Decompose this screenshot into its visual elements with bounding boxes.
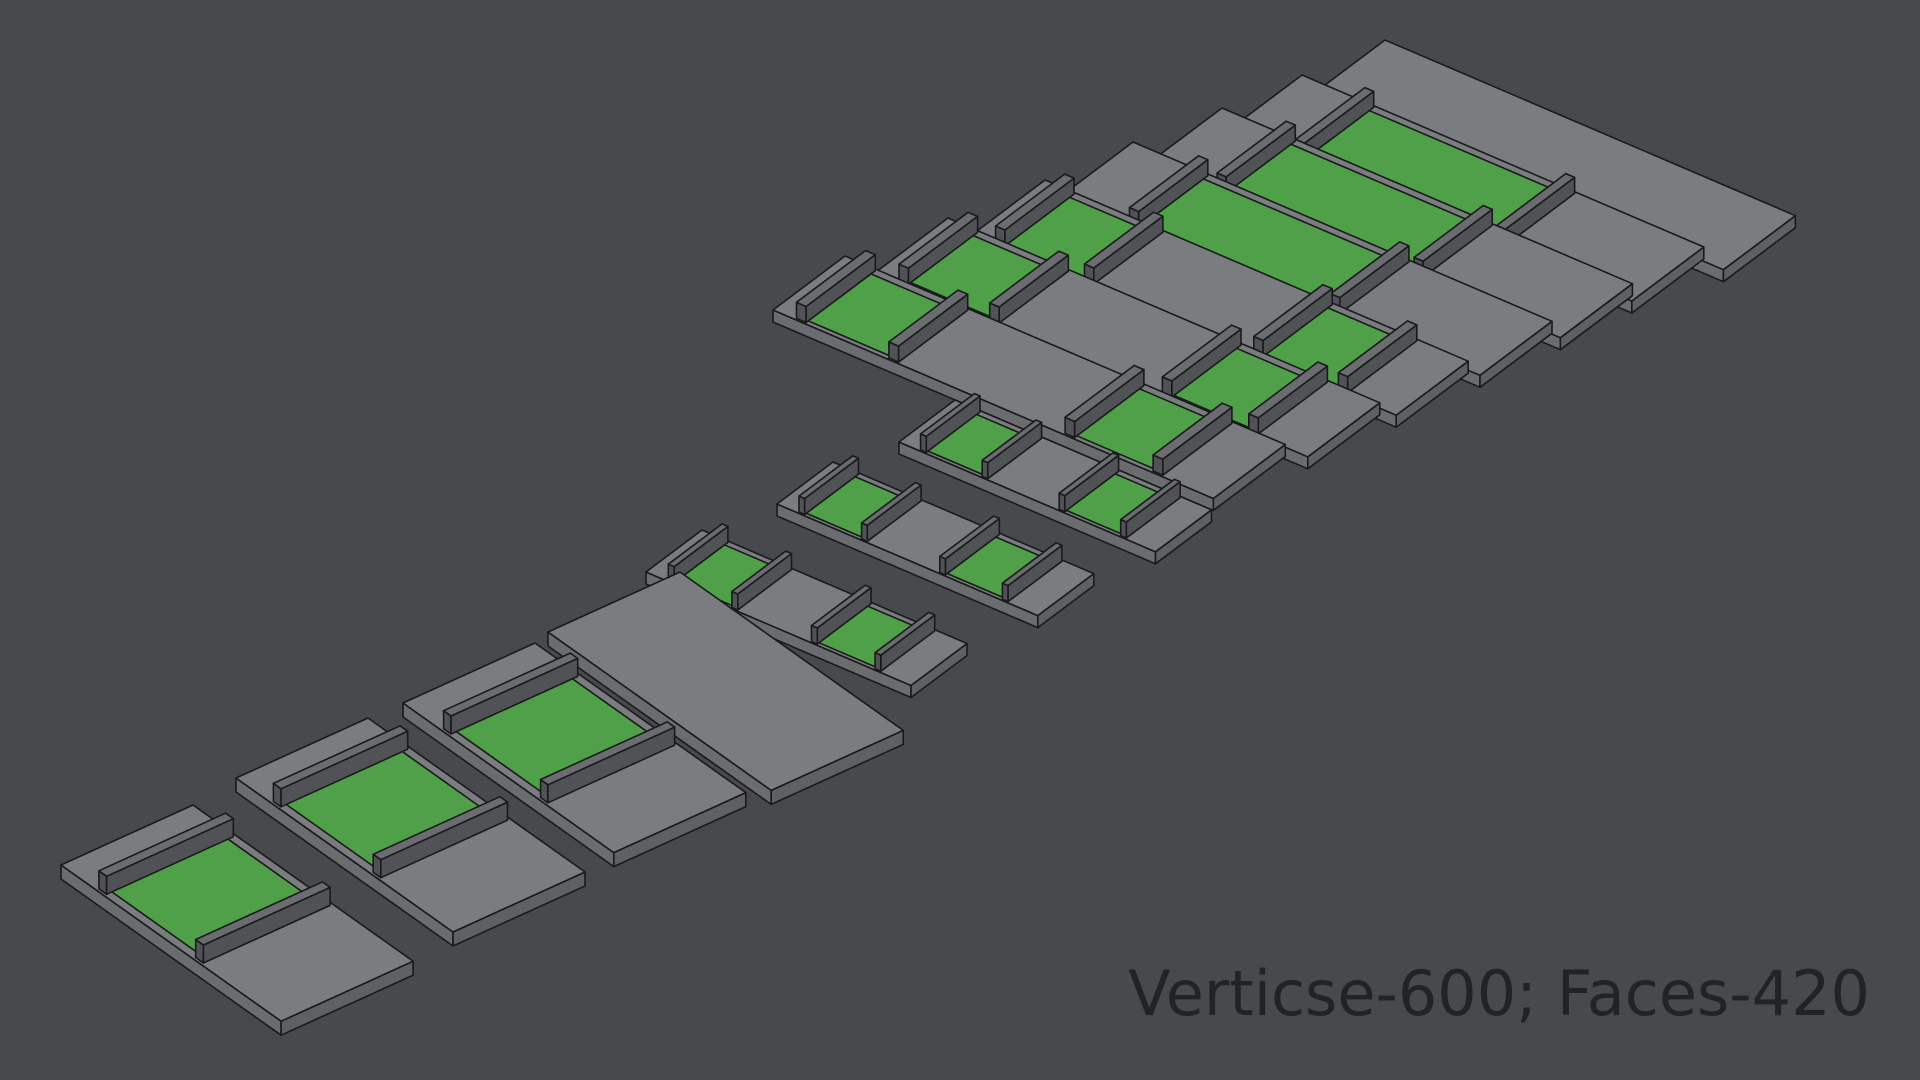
slab-row-4-rail-2-top [1329,241,1410,299]
slab-row-7-rail-5-top [1152,402,1233,461]
slab-row-3-rail-1-top [1216,120,1297,178]
slab-front-plain-top [547,571,905,792]
slab-mid-3-rail-4-top [810,584,872,629]
slab-mid-1-rail-5-top [1119,478,1181,523]
slab-row-6-rail-2-top [898,211,979,270]
slab-mid-2-rail-2-top [798,454,860,500]
slab-mid-2-rail-4-top [938,515,1001,560]
slab-row-5-rail-2-top [994,173,1075,231]
slab-row-1-top [1312,39,1797,271]
slab-front-2-rail-2-top [372,795,509,861]
slab-row-7-rail-2-top [795,249,877,308]
slab-row-6-rail-4-top [1161,324,1242,382]
slab-mid-1-rail-3-top [981,419,1043,464]
slab-mid-2-rail-3-top [860,481,922,527]
slab-row-6-rail-3-top [988,250,1070,308]
slab-row-5-rail-3-top [1083,211,1164,269]
slab-row-3-rail-2-top [1413,204,1493,263]
slab-mid-3-rail-5-top [874,611,936,657]
slab-row-7-rail-4-top [1064,364,1145,423]
slab-row-6-rail-5-top [1248,361,1329,419]
slab-front-1-rail-2-top [539,721,676,786]
slab-mid-1-rail-4-top [1058,452,1120,497]
slab-row-5-rail-5-top [1337,320,1418,378]
slab-front-1-rail-1-top [442,652,579,717]
slab-front-3-rail-1-top [98,812,235,878]
mesh-stats-overlay: Verticse-600; Faces-420 [1128,957,1870,1030]
slab-mid-2-rail-5-top [1001,541,1063,587]
slab-front-2-rail-1-top [272,724,409,790]
slab-row-7-rail-3-top [888,289,969,347]
slab-row-5-rail-4-top [1253,283,1333,342]
slab-mid-3-rail-3-top [731,550,793,595]
slab-row-4-rail-1-top [1128,155,1209,213]
slab-front-3-rail-2-top [194,881,331,946]
slab-mid-3-rail-2-top [667,523,729,568]
slab-mid-1-rail-2-top [919,392,981,438]
